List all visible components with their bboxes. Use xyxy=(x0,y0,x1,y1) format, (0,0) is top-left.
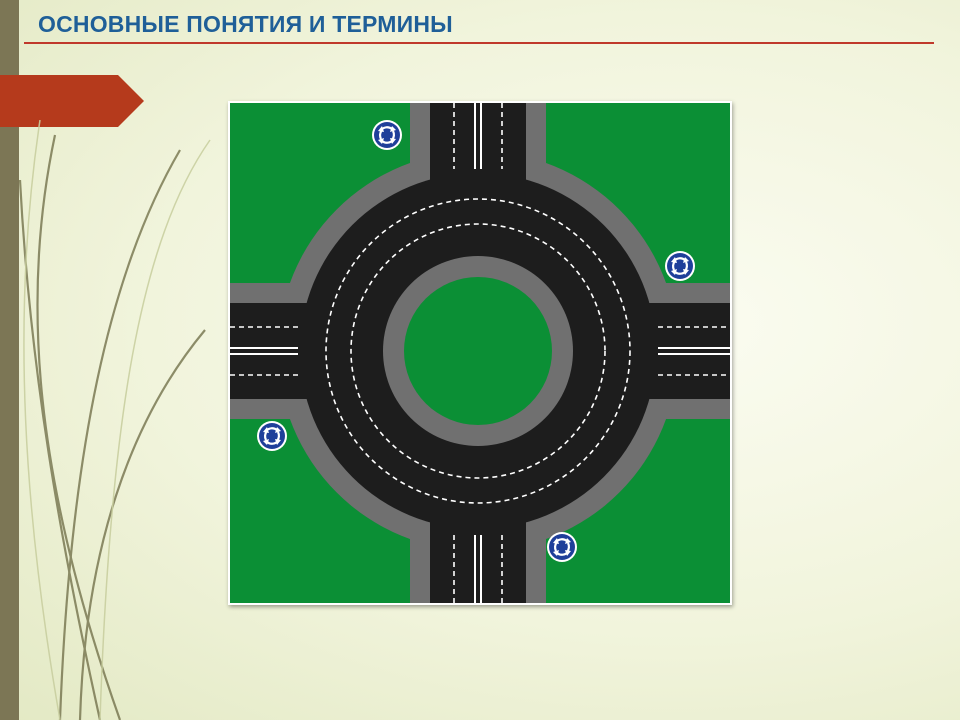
roundabout-sign-icon xyxy=(255,419,289,453)
tab-arrow-icon xyxy=(0,75,144,127)
ring-lane-markings xyxy=(325,198,631,504)
west-road-markings xyxy=(230,326,298,376)
east-road-markings xyxy=(658,326,730,376)
central-island xyxy=(404,277,552,425)
roundabout-sign-icon xyxy=(545,530,579,564)
roundabout-sign-icon xyxy=(370,118,404,152)
north-road-markings xyxy=(453,103,503,169)
roundabout-svg xyxy=(230,103,730,603)
slide-title: ОСНОВНЫЕ ПОНЯТИЯ И ТЕРМИНЫ xyxy=(38,11,453,37)
roundabout-diagram xyxy=(228,101,732,605)
roundabout-sign-icon xyxy=(663,249,697,283)
title-underline xyxy=(24,42,934,44)
south-road-markings xyxy=(453,535,503,603)
decorative-leaves xyxy=(18,120,211,720)
left-sidebar-bar xyxy=(0,0,19,720)
